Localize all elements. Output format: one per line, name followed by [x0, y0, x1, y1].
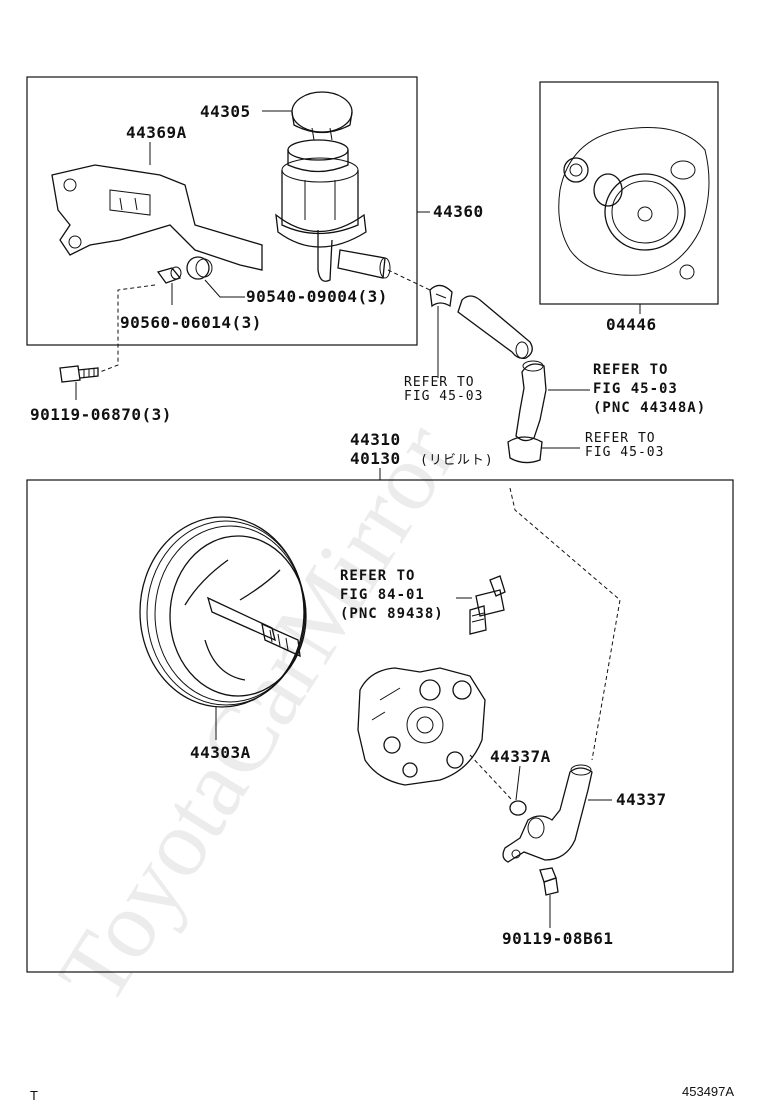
bolt-top-part[interactable]: [59, 365, 99, 383]
label-reservoir-assy[interactable]: 44360: [433, 202, 484, 221]
clamp-2-part[interactable]: [507, 436, 543, 464]
label-oring[interactable]: 44337A: [490, 747, 551, 766]
reservoir-body-part[interactable]: [275, 139, 391, 282]
reservoir-cap-part[interactable]: [291, 91, 353, 141]
label-collar[interactable]: 90560-06014(3): [120, 313, 262, 332]
pump-body-part[interactable]: [357, 667, 486, 786]
label-pump-assy[interactable]: 44310: [350, 430, 401, 449]
oring-part[interactable]: [509, 800, 527, 816]
footer-figure-id: 453497A: [682, 1084, 734, 1099]
label-bolt-top[interactable]: 90119-06870(3): [30, 405, 172, 424]
return-hose-part[interactable]: [457, 295, 533, 360]
refer-3-line2[interactable]: FIG 45-03: [585, 445, 664, 460]
label-reservoir-cap[interactable]: 44305: [200, 102, 251, 121]
refer-2-line3: (PNC 44348A): [593, 400, 706, 416]
refer-3-line1: REFER TO: [585, 431, 656, 446]
refer-1-line2[interactable]: FIG 45-03: [404, 389, 483, 404]
gasket-kit-part[interactable]: [558, 127, 710, 280]
pulley-part[interactable]: [139, 516, 307, 708]
clamp-1-part[interactable]: [429, 284, 453, 308]
label-cushion[interactable]: 90540-09004(3): [246, 287, 388, 306]
refer-4-line2[interactable]: FIG 84-01: [340, 587, 425, 603]
cushion-part[interactable]: [186, 256, 213, 280]
bracket-part[interactable]: [51, 164, 263, 271]
label-gasket-kit[interactable]: 04446: [606, 315, 657, 334]
bolt-bottom-part[interactable]: [539, 867, 559, 896]
label-pump-reman-note: (リビルト): [420, 453, 494, 468]
refer-2-line1: REFER TO: [593, 362, 668, 378]
collar-part[interactable]: [156, 266, 182, 284]
reservoir-group-box: [26, 76, 418, 346]
refer-4-line1: REFER TO: [340, 568, 415, 584]
footer-left-text: T: [30, 1088, 38, 1103]
refer-1-line1: REFER TO: [404, 375, 475, 390]
label-bolt-bottom[interactable]: 90119-08B61: [502, 929, 613, 948]
gasket-kit-box: [539, 81, 719, 305]
refer-4-line3: (PNC 89438): [340, 606, 444, 622]
refer-2-line2[interactable]: FIG 45-03: [593, 381, 678, 397]
label-pulley[interactable]: 44303A: [190, 743, 251, 762]
hose-part[interactable]: [515, 360, 547, 442]
label-union[interactable]: 44337: [616, 790, 667, 809]
union-part[interactable]: [502, 764, 593, 863]
label-bracket[interactable]: 44369A: [126, 123, 187, 142]
pressure-switch-part[interactable]: [469, 575, 506, 635]
label-pump-reman[interactable]: 40130: [350, 449, 401, 468]
